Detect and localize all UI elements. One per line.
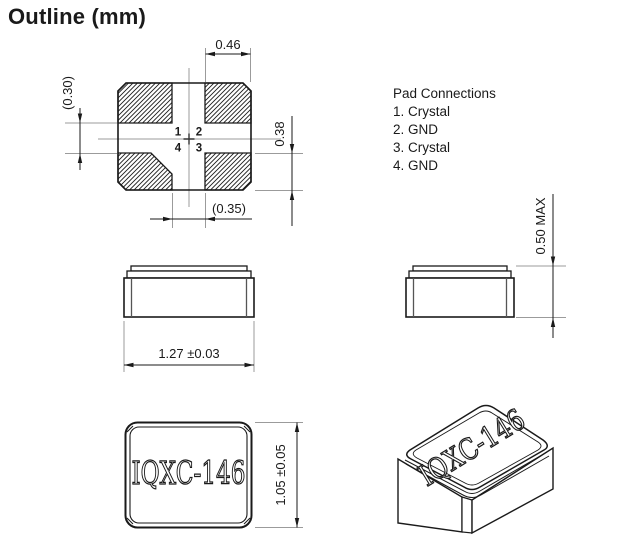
pad-3-bottom-right — [204, 152, 252, 191]
part-number-label: IQXC-146 — [132, 454, 246, 492]
lid-top-step — [130, 265, 248, 272]
dim-label-pad-gap-vertical: (0.30) — [60, 76, 75, 110]
package-body — [123, 277, 255, 318]
pad-number-3: 3 — [196, 143, 202, 155]
page-title: Outline (mm) — [8, 4, 147, 29]
pad-connections-legend: Pad Connections 1. Crystal 2. GND 3. Cry… — [393, 85, 496, 175]
dim-label-body-width: 1.27 ±0.03 — [158, 346, 219, 361]
lid-rim-line-2 — [405, 455, 550, 498]
pad-1-top-left — [117, 82, 173, 124]
lid-rim-line-1 — [404, 451, 548, 494]
lid-top-face — [406, 404, 548, 491]
dimension-pad-height: 0.38 — [255, 116, 303, 226]
package-body — [405, 277, 515, 318]
base-right-face — [471, 446, 554, 535]
front-view: 1.27 ±0.03 — [123, 265, 255, 372]
lid-top-step — [412, 265, 508, 272]
pad-4-bottom-left — [117, 152, 173, 191]
dim-label-body-depth: 1.05 ±0.05 — [273, 444, 288, 505]
perspective-view: IQXC-146 — [397, 402, 554, 535]
base-corner-chamfer — [461, 496, 473, 534]
dimension-pad-gap-vertical: (0.30) — [60, 76, 117, 170]
pad-connection-item: 4. GND — [393, 158, 439, 173]
dimension-body-width: 1.27 ±0.03 — [123, 321, 255, 372]
corner-seam-marks — [126, 425, 251, 525]
lid-outline-inner — [129, 426, 248, 524]
pad-number-1: 1 — [175, 127, 182, 139]
dim-label-pad-gap-horizontal: (0.35) — [212, 201, 246, 216]
dim-label-top-pad-width: 0.46 — [215, 37, 240, 52]
pad-number-4: 4 — [175, 143, 182, 155]
pad-2-top-right — [204, 82, 252, 124]
bottom-view: IQXC-146 1.05 ±0.05 — [124, 421, 303, 529]
ceramic-wall-lines — [412, 278, 508, 317]
dim-label-body-height: 0.50 MAX — [533, 197, 548, 254]
side-view: 0.50 MAX — [405, 194, 566, 338]
dim-label-pad-height: 0.38 — [272, 121, 287, 146]
ceramic-wall-lines — [130, 278, 248, 317]
pad-connection-item: 1. Crystal — [393, 104, 451, 119]
lid-outline-outer — [124, 421, 253, 529]
dimension-body-depth: 1.05 ±0.05 — [255, 422, 303, 528]
pad-connections-heading: Pad Connections — [393, 86, 496, 101]
lid-flange — [126, 270, 252, 279]
dimension-body-height: 0.50 MAX — [516, 194, 566, 338]
pad-connection-item: 3. Crystal — [393, 140, 451, 155]
dimension-pad-gap-horizontal: (0.35) — [150, 193, 252, 228]
top-view: 1 2 4 3 0.46 (0.30) — [60, 37, 303, 228]
center-cross-icon — [183, 133, 195, 145]
lid-flange — [408, 270, 512, 279]
pad-number-2: 2 — [196, 127, 202, 139]
pad-connection-item: 2. GND — [393, 122, 439, 137]
lid-top-face-inner-line — [412, 410, 542, 486]
dimension-top-pad-width: 0.46 — [205, 37, 251, 82]
